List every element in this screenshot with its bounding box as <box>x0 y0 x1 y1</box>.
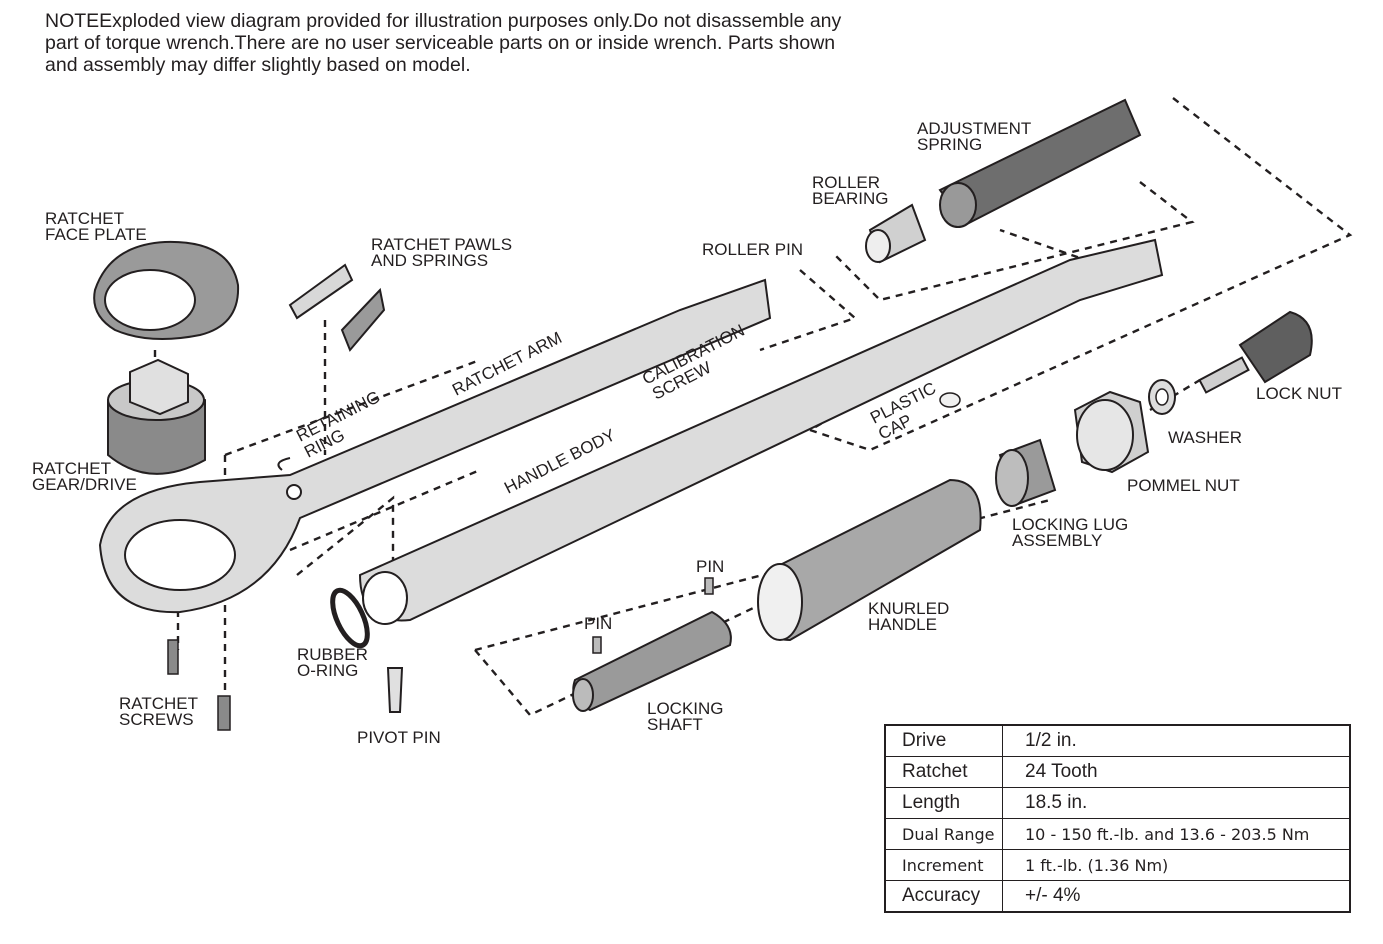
label-washer: WASHER <box>1168 428 1242 447</box>
knurled-handle <box>757 478 982 642</box>
spec-value: 1/2 in. <box>1002 724 1351 757</box>
spec-value: 10 - 150 ft.-lb. and 13.6 - 203.5 Nm <box>1002 818 1351 850</box>
label-pommel-nut: POMMEL NUT <box>1127 476 1240 495</box>
label-roller-bearing-2: BEARING <box>812 189 889 208</box>
spec-key: Drive <box>884 724 1003 757</box>
pommel-nut <box>1073 390 1150 474</box>
small-parts <box>167 263 961 731</box>
spec-key: Dual Range <box>884 818 1003 850</box>
label-locking-lug-1: LOCKING LUG <box>1012 515 1128 534</box>
label-ratchet-face-plate-2: FACE PLATE <box>45 225 147 244</box>
label-ratchet-pawls-1: RATCHET PAWLS <box>371 235 512 254</box>
label-ratchet-pawls-2: AND SPRINGS <box>371 251 488 270</box>
ratchet-arm <box>98 278 772 614</box>
ratchet-face-plate <box>93 240 240 340</box>
label-knurled-handle-1: KNURLED <box>868 599 949 618</box>
label-locking-shaft-1: LOCKING <box>647 699 724 718</box>
spec-key: Ratchet <box>884 756 1003 788</box>
label-pin-upper: PIN <box>696 557 724 576</box>
spec-value: 1 ft.-lb. (1.36 Nm) <box>1002 849 1351 881</box>
spec-key: Accuracy <box>884 880 1003 913</box>
label-ratchet-face-plate-1: RATCHET <box>45 209 124 228</box>
label-ratchet-screws-2: SCREWS <box>119 710 194 729</box>
label-pivot-pin: PIVOT PIN <box>357 728 441 747</box>
label-pin-lower: PIN <box>584 614 612 633</box>
label-ratchet-gear-2: GEAR/DRIVE <box>32 475 137 494</box>
handle-body <box>358 238 1164 625</box>
label-roller-bearing-1: ROLLER <box>812 173 880 192</box>
spec-key: Length <box>884 787 1003 819</box>
spec-key: Increment <box>884 849 1003 881</box>
label-ratchet-screws-1: RATCHET <box>119 694 198 713</box>
label-locking-shaft-2: SHAFT <box>647 715 703 734</box>
label-ratchet-gear-1: RATCHET <box>32 459 111 478</box>
label-roller-pin: ROLLER PIN <box>702 240 803 259</box>
label-locking-lug-2: ASSEMBLY <box>1012 531 1102 550</box>
adjustment-spring <box>938 98 1142 228</box>
disclaimer-note: NOTEExploded view diagram provided for i… <box>45 10 842 76</box>
label-rubber-oring-2: O-RING <box>297 661 358 680</box>
label-lock-nut: LOCK NUT <box>1256 384 1342 403</box>
ratchet-gear-drive <box>107 358 206 475</box>
locking-lug-assembly <box>995 438 1057 507</box>
roller-bearing <box>865 203 927 264</box>
lock-nut <box>1198 310 1313 394</box>
label-adjustment-spring-2: SPRING <box>917 135 982 154</box>
spec-value: 18.5 in. <box>1002 787 1351 819</box>
label-rubber-oring-1: RUBBER <box>297 645 368 664</box>
table-row: Accuracy+/- 4% <box>884 880 1351 913</box>
washer <box>1148 379 1176 415</box>
label-knurled-handle-2: HANDLE <box>868 615 937 634</box>
spec-value: 24 Tooth <box>1002 756 1351 788</box>
spec-value: +/- 4% <box>1002 880 1351 913</box>
label-adjustment-spring-1: ADJUSTMENT <box>917 119 1031 138</box>
locking-shaft <box>572 610 732 712</box>
